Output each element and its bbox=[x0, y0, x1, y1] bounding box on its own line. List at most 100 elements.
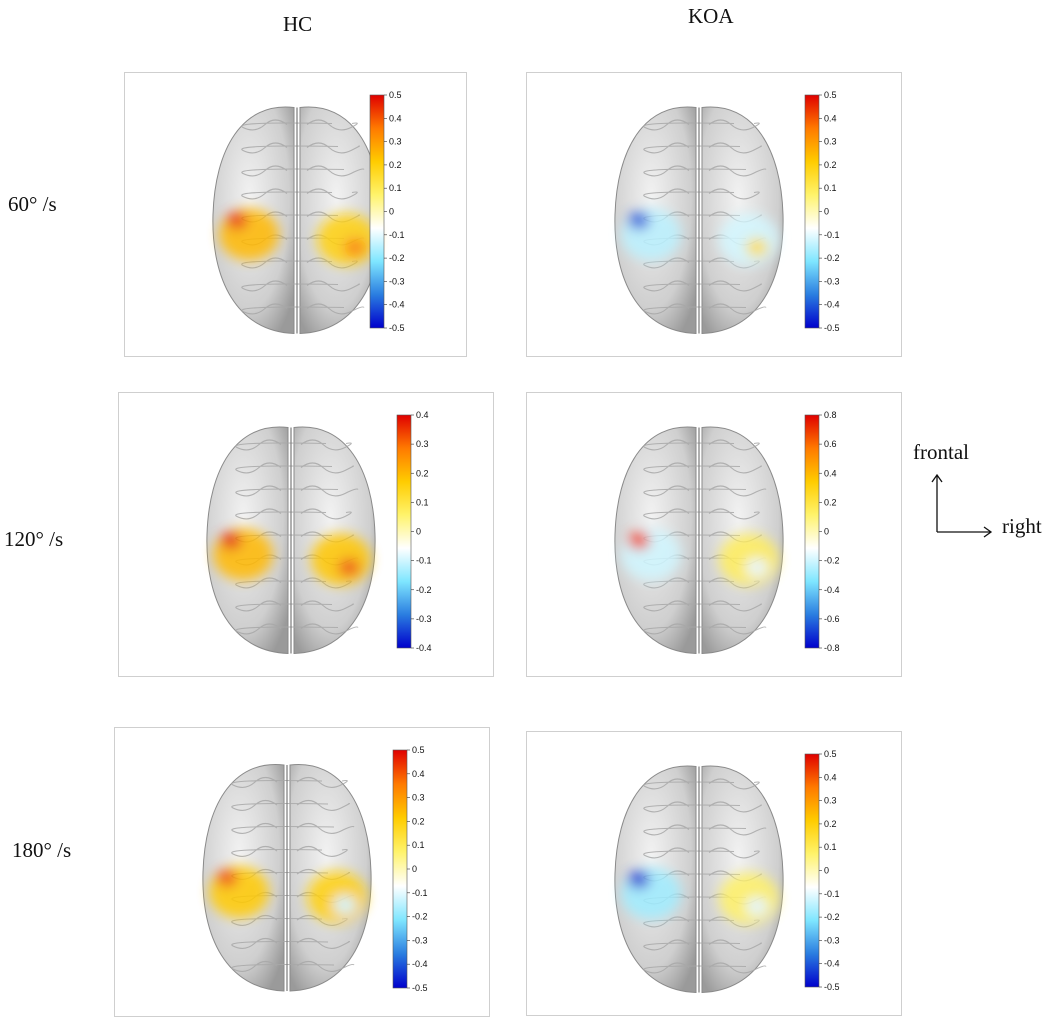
colorbar-tick-label: -0.1 bbox=[416, 556, 432, 566]
colorbar-tick-label: -0.1 bbox=[412, 888, 428, 898]
colorbar-tick-label: 0.3 bbox=[416, 439, 429, 449]
activation-blob bbox=[219, 208, 279, 261]
activation-blob bbox=[719, 213, 779, 266]
brain-map: 0.5 0.4 0.3 0.2 0.1 0 -0.1 -0.2 -0.3 -0.4 -0.5 bbox=[202, 745, 428, 993]
colorbar-tick-label: 0 bbox=[824, 866, 829, 876]
activation-blob bbox=[317, 213, 377, 266]
activation-blob bbox=[213, 528, 273, 581]
brain-map: 0.50.40.30.20.10-0.1-0.2-0.3-0.4-0.5 bbox=[614, 90, 840, 335]
colorbar-tick-label: 0.1 bbox=[824, 183, 837, 193]
colorbar-tick-label: -0.2 bbox=[389, 253, 405, 263]
colorbar-tick-label: -0.4 bbox=[824, 300, 840, 310]
activation-blob bbox=[209, 866, 269, 918]
colorbar-tick-label: 0.5 bbox=[412, 745, 425, 755]
colorbar-tick-label: 0 bbox=[824, 207, 829, 217]
colorbar-tick-label: 0.8 bbox=[824, 410, 837, 420]
orientation-frontal-label: frontal bbox=[913, 440, 969, 464]
colorbar-tick-label: -0.4 bbox=[824, 585, 840, 595]
colorbar-tick-label: 0.6 bbox=[824, 439, 837, 449]
colorbar-tick-label: 0.2 bbox=[824, 160, 837, 170]
colorbar-tick-label: 0.4 bbox=[824, 772, 837, 782]
activation-blob bbox=[311, 533, 371, 586]
colorbar-tick-label: 0.4 bbox=[824, 468, 837, 478]
colorbar-tick-label: 0 bbox=[389, 207, 394, 217]
colorbar-tick-label: -0.1 bbox=[389, 230, 405, 240]
activation-blob bbox=[621, 528, 681, 581]
brain-map: 0.4 0.3 0.2 0.1 0 -0.1 -0.2 -0.3 -0.4 bbox=[206, 410, 432, 655]
colorbar-tick-label: -0.8 bbox=[824, 643, 840, 653]
colorbar-tick-label: -0.2 bbox=[416, 585, 432, 595]
colorbar-tick-label: -0.2 bbox=[824, 556, 840, 566]
colorbar-tick-label: -0.5 bbox=[824, 323, 840, 333]
colorbar-tick-label: 0.4 bbox=[416, 410, 429, 420]
activation-blob bbox=[621, 867, 681, 920]
colorbar-tick-label: 0.1 bbox=[412, 840, 425, 850]
orientation-arrows-icon bbox=[931, 473, 993, 538]
colorbar-tick-label: -0.3 bbox=[416, 614, 432, 624]
colorbar-tick-label: 0.1 bbox=[824, 842, 837, 852]
colorbar-tick-label: -0.4 bbox=[824, 959, 840, 969]
colorbar bbox=[396, 414, 412, 649]
panel-koa-180: 0.5 0.4 0.3 0.2 0.1 0 -0.1 -0.2 -0.3 -0.4 -0.5 bbox=[526, 731, 902, 1016]
colorbar bbox=[804, 94, 820, 329]
activation-blob bbox=[307, 871, 367, 923]
brain-map: 0.5 0.4 0.3 0.2 0.1 0 -0.1 -0.2 -0.3 -0.4 -0.5 bbox=[212, 90, 405, 335]
column-title-koa: KOA bbox=[688, 4, 734, 28]
colorbar-tick-label: 0.4 bbox=[389, 113, 402, 123]
colorbar-tick-label: 0.3 bbox=[824, 796, 837, 806]
activation-blob bbox=[719, 872, 779, 925]
colorbar-tick-label: -0.5 bbox=[824, 982, 840, 992]
panel-hc-180: 0.5 0.4 0.3 0.2 0.1 0 -0.1 -0.2 -0.3 -0.4 -0.5 bbox=[114, 727, 490, 1017]
activation-blob bbox=[719, 533, 779, 586]
colorbar-tick-label: 0.2 bbox=[824, 819, 837, 829]
colorbar-tick-label: -0.3 bbox=[389, 276, 405, 286]
row-label-180: 180° /s bbox=[12, 838, 72, 862]
brain-map: 0.8 0.6 0.4 0.2 0 -0.2 -0.4 -0.6 -0.8 bbox=[614, 410, 840, 655]
colorbar-tick-label: -0.4 bbox=[412, 959, 428, 969]
colorbar-tick-label: -0.3 bbox=[824, 935, 840, 945]
colorbar-tick-label: -0.4 bbox=[389, 300, 405, 310]
colorbar-tick-label: 0.3 bbox=[389, 137, 402, 147]
panel-hc-120: 0.4 0.3 0.2 0.1 0 -0.1 -0.2 -0.3 -0.4 bbox=[118, 392, 494, 677]
colorbar-tick-label: 0.3 bbox=[824, 137, 837, 147]
colorbar-tick-label: -0.1 bbox=[824, 889, 840, 899]
panel-koa-120: 0.8 0.6 0.4 0.2 0 -0.2 -0.4 -0.6 -0.8 bbox=[526, 392, 902, 677]
colorbar bbox=[804, 414, 820, 649]
colorbar-tick-label: 0.1 bbox=[389, 183, 402, 193]
colorbar-tick-label: -0.6 bbox=[824, 614, 840, 624]
colorbar-tick-label: -0.2 bbox=[824, 912, 840, 922]
row-label-60: 60° /s bbox=[8, 192, 57, 216]
row-label-120: 120° /s bbox=[4, 527, 64, 551]
colorbar-tick-label: 0.2 bbox=[412, 816, 425, 826]
colorbar-tick-label: 0.5 bbox=[389, 90, 402, 100]
colorbar-tick-label: -0.1 bbox=[824, 230, 840, 240]
brain-top-view bbox=[212, 106, 382, 335]
colorbar bbox=[369, 94, 385, 329]
colorbar-tick-label: 0.4 bbox=[412, 769, 425, 779]
colorbar-tick-label: 0.2 bbox=[389, 160, 402, 170]
colorbar-tick-label: 0 bbox=[416, 527, 421, 537]
colorbar-tick-label: 0.2 bbox=[416, 468, 429, 478]
colorbar-tick-label: 0 bbox=[412, 864, 417, 874]
brain-map: 0.5 0.4 0.3 0.2 0.1 0 -0.1 -0.2 -0.3 -0.4 -0.5 bbox=[614, 749, 840, 994]
colorbar bbox=[392, 749, 408, 989]
colorbar-tick-label: -0.4 bbox=[416, 643, 432, 653]
column-title-hc: HC bbox=[283, 12, 313, 36]
colorbar-tick-label: 0.1 bbox=[416, 497, 429, 507]
colorbar-tick-label: 0.5 bbox=[824, 90, 837, 100]
orientation-right-label: right bbox=[1002, 514, 1042, 538]
activation-blob bbox=[621, 208, 681, 261]
colorbar-tick-label: -0.5 bbox=[412, 983, 428, 993]
colorbar-tick-label: 0.3 bbox=[412, 793, 425, 803]
colorbar-tick-label: 0.2 bbox=[824, 497, 837, 507]
colorbar-tick-label: -0.3 bbox=[824, 276, 840, 286]
panel-hc-60: 0.5 0.4 0.3 0.2 0.1 0 -0.1 -0.2 -0.3 -0.4 -0.5 bbox=[124, 72, 467, 357]
colorbar-tick-label: 0 bbox=[824, 527, 829, 537]
colorbar-tick-label: 0.5 bbox=[824, 749, 837, 759]
colorbar-tick-label: -0.2 bbox=[412, 912, 428, 922]
colorbar-tick-label: -0.2 bbox=[824, 253, 840, 263]
colorbar-tick-label: -0.3 bbox=[412, 935, 428, 945]
colorbar bbox=[804, 753, 820, 988]
colorbar-tick-label: -0.5 bbox=[389, 323, 405, 333]
